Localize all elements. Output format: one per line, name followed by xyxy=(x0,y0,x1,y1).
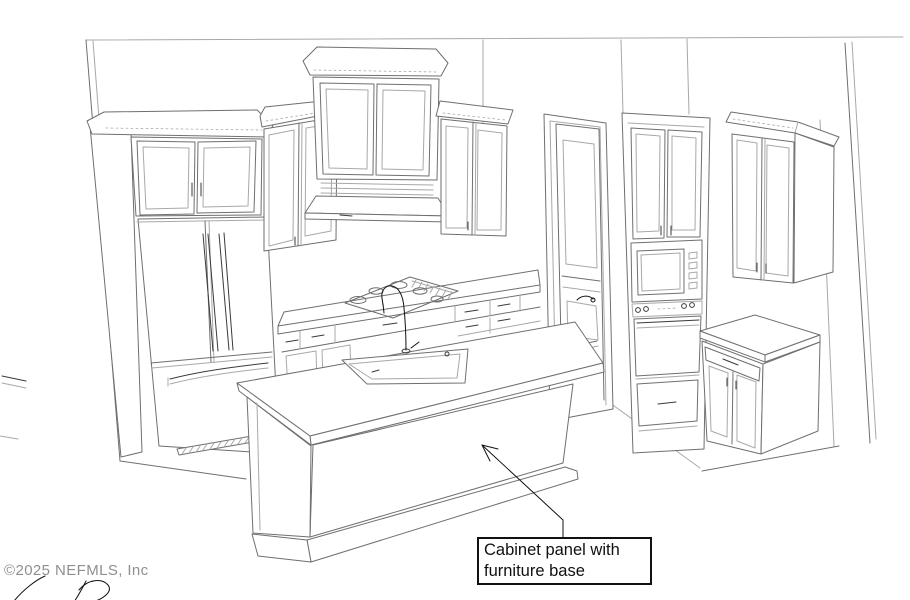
oven-tower xyxy=(621,112,711,454)
burner xyxy=(349,296,367,304)
fridge-handle-right xyxy=(223,232,234,351)
sink-lever xyxy=(371,369,380,373)
burner xyxy=(390,281,408,289)
wall-oven xyxy=(633,315,702,380)
annotation-arrow xyxy=(481,444,564,539)
microwave xyxy=(630,239,703,303)
hood-control xyxy=(339,214,353,217)
soap-dispenser xyxy=(444,351,450,357)
watermark-text: ©2025 NEFMLS, Inc xyxy=(4,562,149,579)
sink xyxy=(341,348,469,385)
oven-controls xyxy=(631,300,703,318)
fridge-handle-right xyxy=(218,233,230,351)
burner xyxy=(430,295,444,303)
island-cabinet-panel xyxy=(309,383,574,538)
island-end-panel xyxy=(246,396,312,538)
cabinet-handle xyxy=(660,225,672,236)
drawer-handle xyxy=(465,318,511,328)
upper-cabinet-center-right xyxy=(435,100,514,237)
range-hood-cabinet xyxy=(302,46,449,181)
kitchen-island xyxy=(236,285,605,563)
base-drawer-bank xyxy=(281,294,541,389)
upper-cabinet-right xyxy=(725,111,840,284)
cabinet-handle xyxy=(756,262,767,274)
gooseneck-faucet xyxy=(381,285,420,354)
door-lever-handle xyxy=(590,297,596,303)
furniture-base xyxy=(251,533,312,563)
drawer-handle xyxy=(722,358,739,366)
perimeter-counter xyxy=(277,269,541,389)
drawer-handle xyxy=(657,401,677,405)
annotation-callout: Cabinet panel with furniture base xyxy=(477,537,652,585)
cabinet-handle xyxy=(726,377,737,390)
drawer-handle xyxy=(285,303,511,343)
upper-cabinet-left xyxy=(86,109,274,217)
oven-drawer xyxy=(636,379,699,432)
freezer-handle xyxy=(169,362,269,380)
base-cabinet-right xyxy=(699,314,821,455)
fridge-handle-left xyxy=(202,233,214,352)
fridge-handle-left xyxy=(207,233,219,352)
burner xyxy=(412,287,428,295)
signature-mark xyxy=(14,575,110,600)
